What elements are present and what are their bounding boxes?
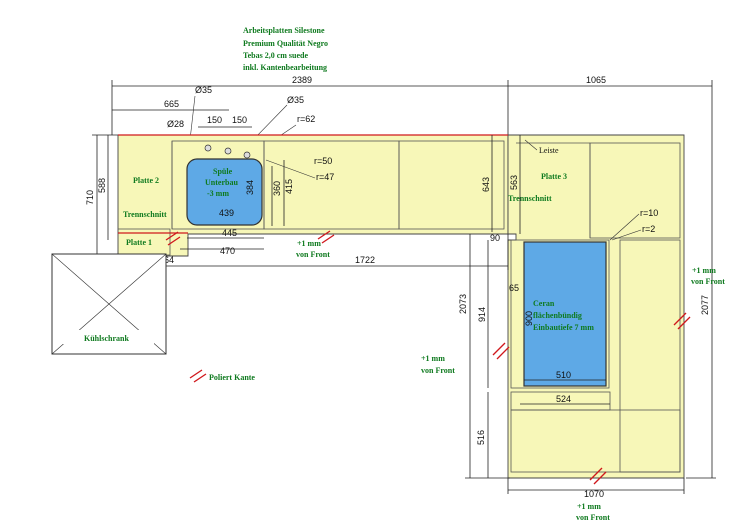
dim-2077: 2077 — [700, 295, 710, 315]
ceran-label-1: Ceran — [533, 299, 555, 308]
front-note-1b: von Front — [296, 250, 330, 259]
title-line-4: inkl. Kantenbearbeitung — [243, 63, 327, 72]
worktop-labels: Platte 2 Trennschnitt Platte 1 Platte 3 … — [123, 139, 567, 247]
cooktop-cutout: Ceran flächenbündig Einbautiefe 7 mm 900… — [520, 241, 610, 405]
fridge-label: Kühlschrank — [84, 334, 129, 343]
sink-label-3: -3 mm — [207, 189, 229, 198]
platte-2-label: Platte 2 — [133, 176, 159, 185]
dim-415: 415 — [284, 179, 294, 194]
dim-1722: 1722 — [355, 255, 375, 265]
dim-r2: r=2 — [642, 224, 655, 234]
sink-dimensions: 360 415 r=50 r=47 445 470 — [180, 156, 334, 256]
trennschnitt-right-label: Trennschnitt — [508, 194, 552, 203]
title-line-3: Tebas 2,0 cm suede — [243, 51, 308, 60]
overall-dimension-lines: 2389 1065 665 Ø35 Ø35 Ø28 150 150 r=62 — [111, 75, 713, 149]
polished-edges — [118, 134, 691, 485]
dim-710: 710 — [85, 190, 95, 205]
front-note-1a: +1 mm — [297, 239, 321, 248]
tap-hole-icon — [224, 147, 232, 155]
dim-r47: r=47 — [316, 172, 334, 182]
dim-65: 65 — [509, 283, 519, 293]
dim-150-right: 150 — [232, 115, 247, 125]
dim-516: 516 — [476, 430, 486, 445]
ceran-label-2: flächenbündig — [533, 311, 582, 320]
title-line-1: Arbeitsplatten Silestone — [243, 26, 325, 35]
dim-384: 384 — [245, 180, 255, 195]
leiste-label: Leiste — [539, 146, 559, 155]
right-run-dimensions: 643 563 90 2073 914 65 516 2077 r=10 r=2 — [458, 135, 716, 479]
dim-2389: 2389 — [292, 75, 312, 85]
dim-914: 914 — [477, 307, 487, 322]
legend: Poliert Kante — [209, 373, 255, 382]
dim-360: 360 — [272, 181, 282, 196]
dim-d35-right: Ø35 — [287, 95, 304, 105]
dim-r50: r=50 — [314, 156, 332, 166]
front-note-4b: von Front — [576, 513, 610, 522]
front-note-3a: +1 mm — [692, 266, 716, 275]
sink-label-1: Spüle — [213, 167, 233, 176]
left-dimensions: 710 588 — [85, 134, 118, 259]
dim-563: 563 — [509, 175, 519, 190]
dim-588: 588 — [97, 178, 107, 193]
ceran-label-3: Einbautiefe 7 mm — [533, 323, 594, 332]
dim-64: 64 — [164, 255, 174, 265]
dim-90: 90 — [490, 233, 500, 243]
legend-poliert-kante: Poliert Kante — [209, 373, 255, 382]
dim-d28: Ø28 — [167, 119, 184, 129]
dim-1070: 1070 — [584, 489, 604, 499]
dim-439: 439 — [219, 208, 234, 218]
tap-hole-icon — [243, 151, 251, 159]
dim-470: 470 — [220, 246, 235, 256]
front-note-3b: von Front — [691, 277, 725, 286]
dim-524: 524 — [556, 394, 571, 404]
platte-1-label: Platte 1 — [126, 238, 152, 247]
trennschnitt-left-label: Trennschnitt — [123, 210, 167, 219]
dim-r62: r=62 — [297, 114, 315, 124]
front-offset-notes: +1 mm von Front +1 mm von Front +1 mm vo… — [296, 239, 725, 522]
dim-d35-left: Ø35 — [195, 85, 212, 95]
front-note-4a: +1 mm — [577, 502, 601, 511]
fridge: Kühlschrank — [51, 253, 167, 355]
title-line-2: Premium Qualität Negro — [243, 39, 328, 48]
sink-label-2: Unterbau — [205, 178, 238, 187]
platte-3-label: Platte 3 — [541, 172, 567, 181]
worktop-left-run — [117, 134, 509, 257]
dim-510: 510 — [556, 370, 571, 380]
dim-r10: r=10 — [640, 208, 658, 218]
tap-hole-icon — [204, 144, 212, 152]
dim-665: 665 — [164, 99, 179, 109]
dim-900: 900 — [524, 311, 534, 326]
dim-445: 445 — [222, 228, 237, 238]
dim-643: 643 — [481, 177, 491, 192]
dim-1065: 1065 — [586, 75, 606, 85]
bottom-right-dimension: 1070 — [507, 478, 685, 499]
front-note-2a: +1 mm — [421, 354, 445, 363]
front-note-2b: von Front — [421, 366, 455, 375]
dim-150-left: 150 — [207, 115, 222, 125]
sink-cutout: Spüle Unterbau -3 mm 439 384 — [186, 144, 263, 226]
title-block: Arbeitsplatten Silestone Premium Qualitä… — [243, 26, 328, 72]
dim-2073: 2073 — [458, 294, 468, 314]
